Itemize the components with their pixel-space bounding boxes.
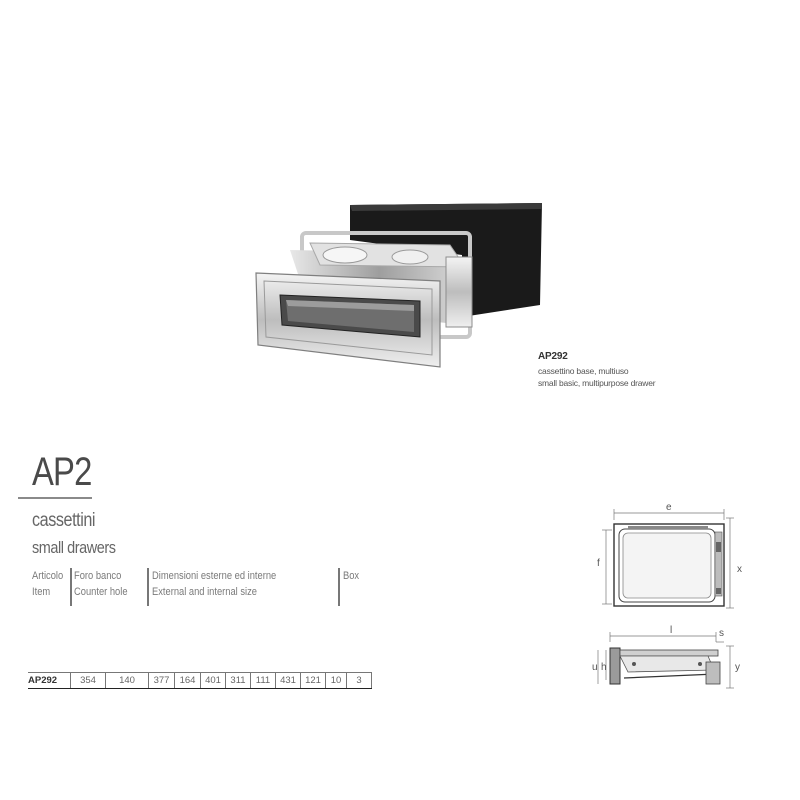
cell-dim-f: 164: [174, 673, 200, 688]
caption-italian: cassettino base, multiuso: [538, 366, 629, 376]
dim-label-s: s: [719, 628, 724, 639]
dim-label-y: y: [735, 662, 740, 673]
dim-label-x: x: [737, 564, 742, 575]
column-header-box: Box: [343, 570, 360, 582]
dim-label-f: f: [597, 558, 600, 569]
cell-box: 3: [346, 673, 372, 688]
column-header-dims: Dimensioni esterne ed interne External a…: [152, 568, 276, 600]
column-header-hole-en: Counter hole: [74, 586, 128, 598]
dim-label-l: l: [670, 625, 673, 636]
cell-dim-l: 401: [200, 673, 225, 688]
cell-hole-length: 354: [70, 673, 105, 688]
column-header-article-en: Item: [32, 586, 51, 598]
column-header-hole-it: Foro banco: [74, 570, 122, 582]
cell-dim-u: 121: [300, 673, 325, 688]
cell-dim-y: 431: [275, 673, 300, 688]
cell-dim-h: 111: [250, 673, 275, 688]
column-header-hole: Foro banco Counter hole: [74, 568, 128, 600]
top-view-drawing: [602, 509, 734, 609]
title-divider: [18, 497, 92, 499]
cell-dim-s: 10: [325, 673, 346, 688]
dim-label-u: u: [592, 662, 598, 673]
dim-label-e: e: [666, 502, 672, 513]
column-separator: [70, 568, 72, 606]
column-header-dims-it: Dimensioni esterne ed interne: [152, 570, 277, 582]
column-separator: [147, 568, 149, 606]
side-view-drawing: [597, 632, 734, 689]
cell-hole-width: 140: [105, 673, 148, 688]
table-row: AP292 354 140 377 164 401 311 111 431 12…: [28, 672, 372, 689]
column-header-dims-en: External and internal size: [152, 586, 257, 598]
subtitle-italian: cassettini: [32, 510, 96, 531]
caption-english: small basic, multipurpose drawer: [538, 378, 656, 388]
subtitle-english: small drawers: [32, 538, 116, 557]
cell-article: AP292: [28, 675, 58, 686]
column-separator: [338, 568, 340, 606]
cell-dim-e: 377: [148, 673, 174, 688]
column-header-article: Articolo Item: [32, 568, 63, 600]
caption-code: AP292: [538, 351, 568, 362]
dim-label-h: h: [601, 662, 607, 673]
column-header-article-it: Articolo: [32, 570, 64, 582]
cell-dim-x: 311: [225, 673, 250, 688]
drawer-photo: [255, 203, 542, 368]
page-title: AP2: [32, 450, 92, 494]
